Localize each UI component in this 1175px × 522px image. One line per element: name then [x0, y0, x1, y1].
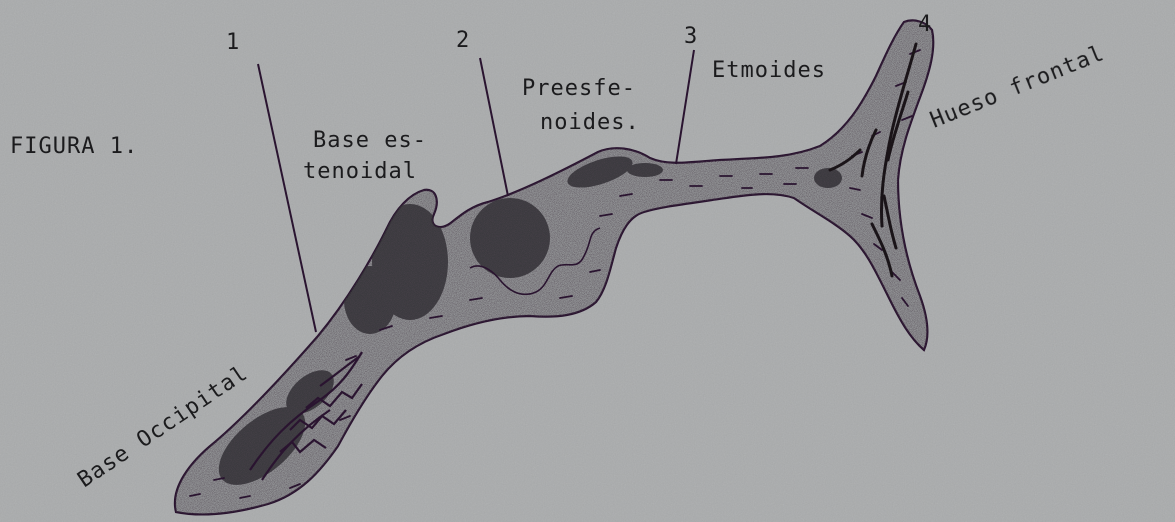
marker-3: 3 — [684, 26, 698, 48]
label-base-estenoidal-line1: Base es- — [313, 130, 427, 152]
label-preesfenoides-line1: Preesfe- — [522, 78, 636, 100]
marker-2: 2 — [456, 30, 470, 52]
label-preesfenoides-line2: noides. — [540, 112, 640, 134]
figure-caption: FIGURA 1. — [10, 136, 138, 158]
label-base-estenoidal-line2: tenoidal — [303, 161, 417, 183]
marker-4: 4 — [918, 14, 932, 36]
label-etmoides: Etmoides — [712, 60, 826, 82]
marker-1: 1 — [226, 32, 240, 54]
